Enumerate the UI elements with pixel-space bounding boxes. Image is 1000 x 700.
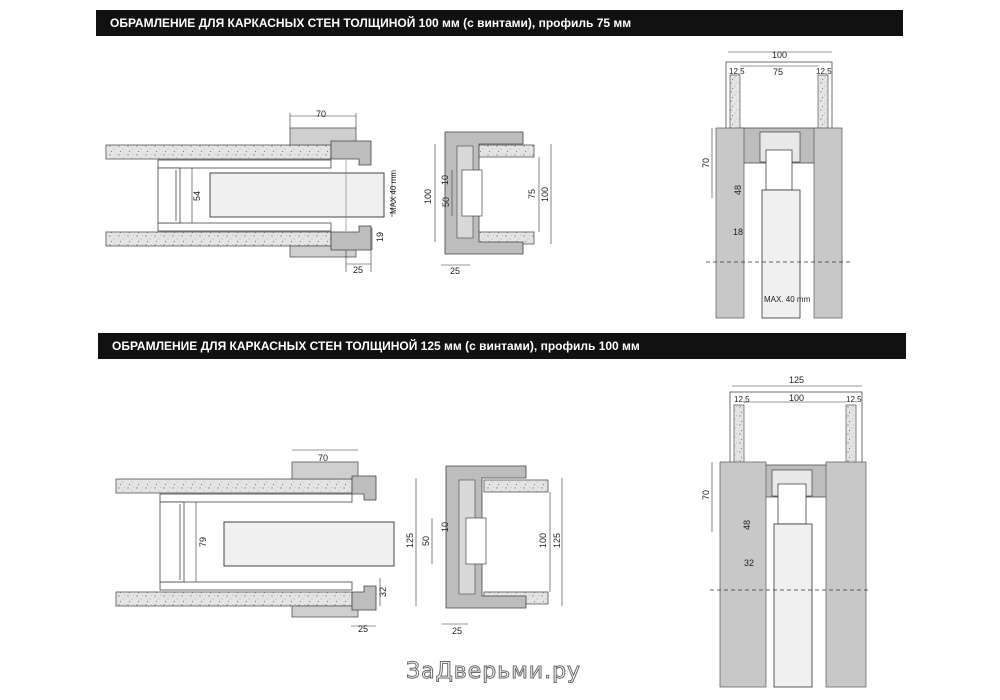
jamb-2-inner: 50 — [421, 536, 431, 546]
plan-2-jamb-height: 32 — [378, 587, 388, 597]
jamb-2-height: 125 — [405, 533, 415, 548]
section-2-height: 70 — [701, 490, 711, 500]
plan-1-inner-height: 54 — [192, 191, 202, 201]
section-1-rail: 48 — [733, 185, 743, 195]
jamb-1-slot: 10 — [440, 175, 450, 185]
section-1-title: ОБРАМЛЕНИЕ ДЛЯ КАРКАСНЫХ СТЕН ТОЛЩИНОЙ 1… — [96, 10, 903, 36]
section-2-center-width: 100 — [789, 393, 804, 403]
jamb-1-total: 100 — [540, 187, 550, 202]
plan-2-base-width: 25 — [358, 624, 368, 634]
section-2-title: ОБРАМЛЕНИЕ ДЛЯ КАРКАСНЫХ СТЕН ТОЛЩИНОЙ 1… — [98, 333, 906, 359]
section-1-right-margin: 12,5 — [816, 67, 832, 76]
cross-section-2 — [710, 385, 870, 688]
jamb-1-height: 100 — [423, 189, 433, 204]
section-1-gap: 18 — [733, 227, 743, 237]
jamb-2-opening: 100 — [538, 533, 548, 548]
plan-view-1 — [105, 113, 393, 272]
jamb-section-1 — [434, 131, 552, 266]
section-1-left-margin: 12,5 — [729, 67, 745, 76]
plan-1-jamb-height: 19 — [375, 232, 385, 242]
plan-view-2 — [115, 449, 395, 627]
jamb-1-inner-visible: 50 — [441, 197, 451, 207]
section-2-right-margin: 12,5 — [846, 395, 862, 404]
section-2-gap: 32 — [744, 558, 754, 568]
section-1-max-door: MAX. 40 mm — [764, 295, 811, 304]
jamb-2-slot: 10 — [440, 522, 450, 532]
plan-2-top-width: 70 — [318, 453, 328, 463]
plan-1-base-width: 25 — [353, 265, 363, 275]
section-2-rail: 48 — [742, 520, 752, 530]
section-2-left-margin: 12,5 — [734, 395, 750, 404]
jamb-1-base-width: 25 — [450, 266, 460, 276]
jamb-1-opening: 75 — [527, 189, 537, 199]
section-1-total-width: 100 — [772, 50, 787, 60]
plan-2-inner-height: 79 — [198, 537, 208, 547]
plan-1-top-width: 70 — [316, 109, 326, 119]
section-1-center-width: 75 — [773, 67, 783, 77]
jamb-2-total: 125 — [552, 533, 562, 548]
plan-1-max-door: MAX 40 mm — [389, 170, 398, 214]
section-1-height: 70 — [701, 158, 711, 168]
jamb-section-2 — [415, 465, 563, 625]
watermark: ЗаДверьми.ру — [406, 659, 581, 684]
cross-section-1 — [706, 51, 852, 319]
section-2-total-width: 125 — [789, 375, 804, 385]
jamb-2-base-width: 25 — [452, 626, 462, 636]
